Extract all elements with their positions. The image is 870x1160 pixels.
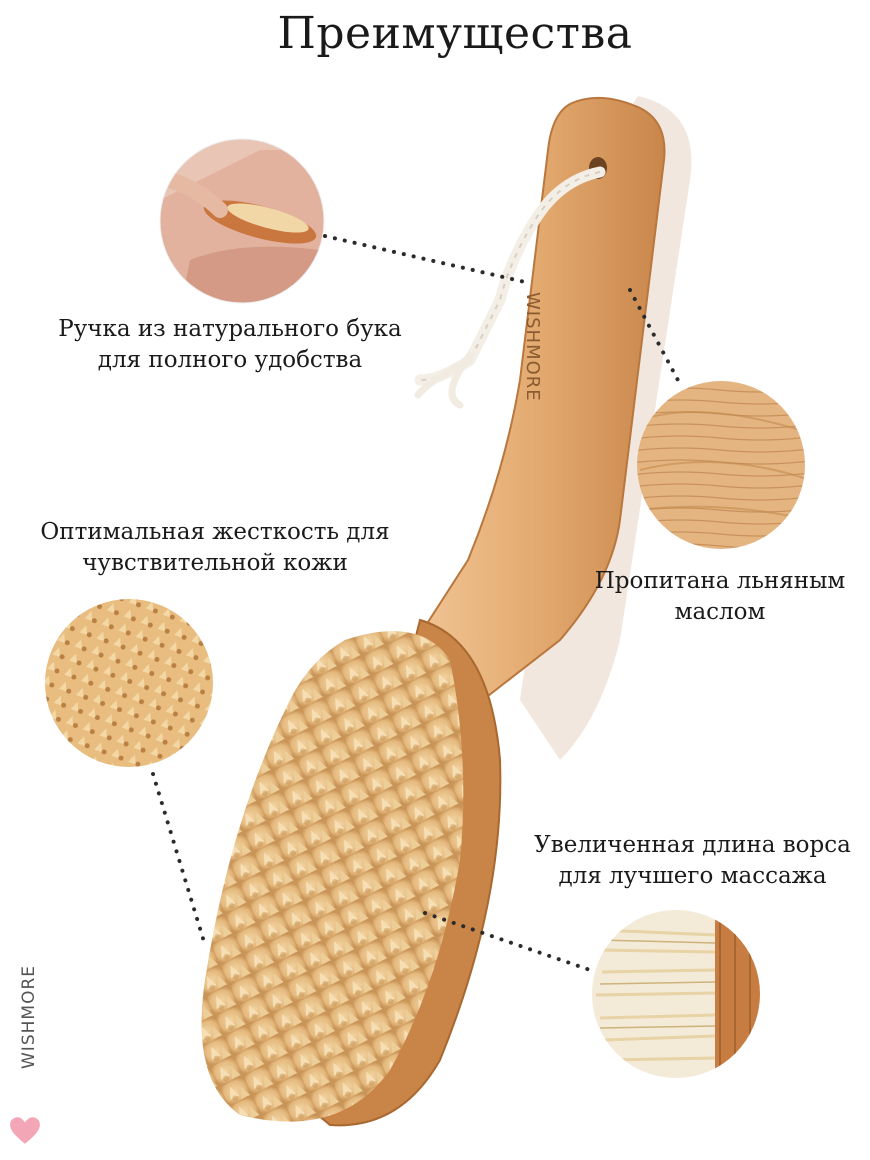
wood-grain-photo	[637, 381, 805, 549]
feature-bristle-length: Увеличенная длина ворса для лучшего масс…	[520, 830, 865, 892]
feature-text-line: Пропитана льняным	[594, 568, 846, 594]
feature-text-line: Оптимальная жесткость для	[40, 519, 390, 545]
body-photo	[160, 139, 324, 303]
bristles	[201, 631, 464, 1122]
leader-line-3	[151, 772, 207, 947]
feature-handle: Ручка из натурального бука для полного у…	[30, 314, 430, 376]
feature-text-line: маслом	[674, 599, 766, 625]
heart-icon	[10, 1117, 40, 1144]
feature-stiffness: Оптимальная жесткость для чувствительной…	[10, 517, 420, 579]
feature-text-line: для лучшего массажа	[558, 863, 827, 889]
feature-linseed-oil: Пропитана льняным маслом	[570, 566, 870, 628]
side-brand: WISHMORE	[6, 965, 46, 1069]
brush-handle	[408, 96, 666, 712]
leader-line-4	[423, 911, 592, 972]
brand-text: WISHMORE	[19, 965, 39, 1069]
leader-line-1	[323, 234, 527, 284]
feature-text-line: Увеличенная длина ворса	[534, 832, 851, 858]
feature-text-line: чувствительной кожи	[82, 550, 348, 576]
bristle-length-photo	[592, 910, 760, 1078]
feature-text-line: Ручка из натурального бука	[58, 316, 402, 342]
feature-text-line: для полного удобства	[97, 347, 363, 373]
leader-lines	[151, 234, 682, 972]
bristle-closeup-photo	[45, 599, 213, 767]
page-title: Преимущества	[277, 8, 633, 59]
handle-brand-text: WISHMORE	[522, 292, 543, 402]
